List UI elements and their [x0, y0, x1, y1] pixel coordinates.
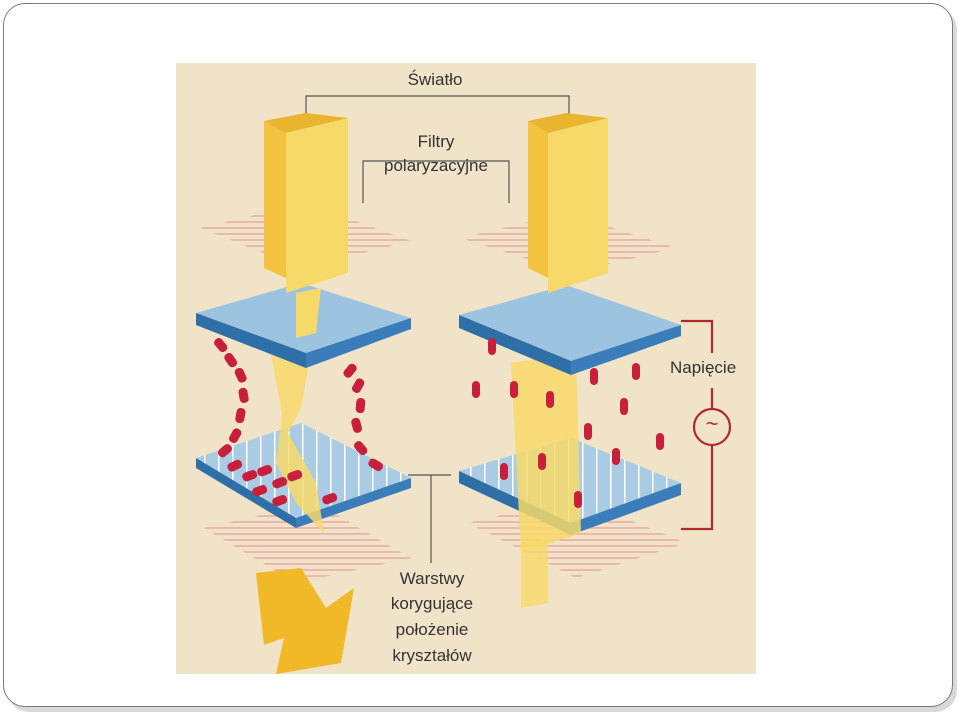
filters-label-line2: polaryzacyjne: [384, 156, 488, 175]
layers-label-line3: położenie: [395, 620, 469, 639]
lcd-diagram-drawing: [196, 95, 732, 674]
filters-label-line1: Filtry: [417, 132, 455, 151]
layers-bracket: [408, 474, 451, 563]
lcd-diagram: Światło Filtry polaryzacyjne Napięcie ~ …: [176, 63, 756, 674]
light-bracket: [305, 95, 570, 125]
left-exit-arrow: [256, 568, 354, 674]
right-beam-tail: [521, 539, 548, 608]
left-bottom-polarizer: [204, 503, 411, 583]
filters-bracket: [362, 160, 510, 203]
voltage-circuit: [681, 319, 732, 531]
voltage-label: Napięcie: [670, 358, 737, 377]
layers-label-line4: kryształów: [392, 646, 472, 665]
layers-label-line2: korygujące: [390, 594, 474, 613]
right-straight-beam: [511, 353, 581, 553]
layers-label-line1: Warstwy: [399, 569, 465, 588]
light-label: Światło: [407, 70, 463, 89]
right-crystals: [472, 338, 664, 508]
right-incoming-light: [528, 113, 608, 293]
left-crystals: [214, 338, 383, 507]
ac-source-symbol: ~: [705, 411, 719, 436]
right-upper-plate: [459, 285, 681, 375]
left-incoming-light: [264, 113, 348, 338]
left-twisted-beam: [268, 325, 324, 533]
